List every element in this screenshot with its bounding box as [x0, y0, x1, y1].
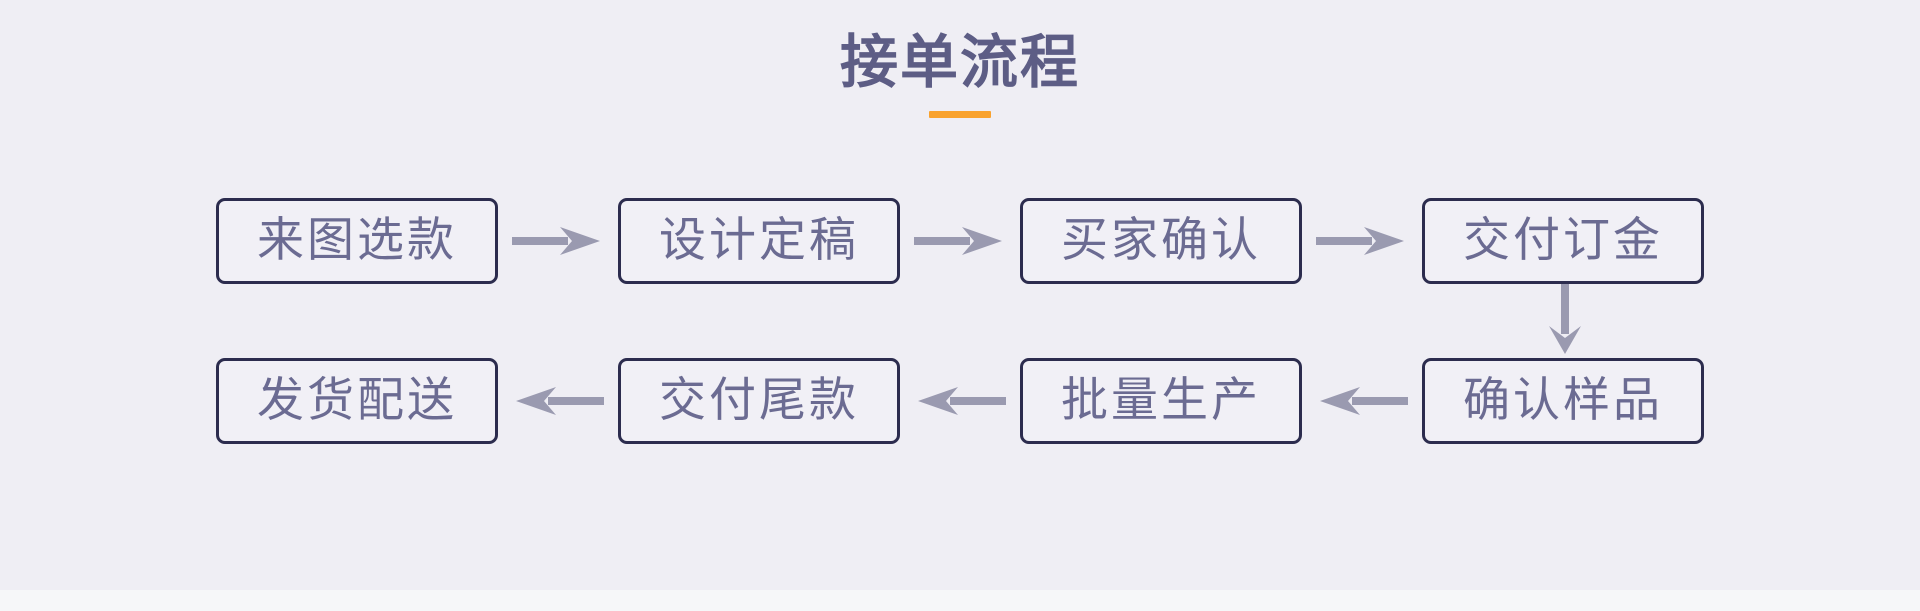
arrow-left-icon — [498, 358, 618, 444]
arrow-right-icon — [1302, 198, 1422, 284]
flow-node-step-7[interactable]: 交付尾款 — [618, 358, 900, 444]
flow-node-label: 交付尾款 — [659, 374, 859, 427]
flow-node-step-2[interactable]: 设计定稿 — [618, 198, 900, 284]
arrow-left-icon — [900, 358, 1020, 444]
flow-node-step-4[interactable]: 交付订金 — [1422, 198, 1704, 284]
flow-node-label: 确认样品 — [1463, 374, 1663, 427]
flow-node-label: 买家确认 — [1061, 214, 1261, 267]
flow-node-step-3[interactable]: 买家确认 — [1020, 198, 1302, 284]
title-accent-rule — [929, 110, 991, 118]
flow-node-label: 设计定稿 — [659, 214, 859, 267]
arrow-right-icon — [900, 198, 1020, 284]
flow-node-label: 来图选款 — [257, 214, 457, 267]
arrow-left-icon — [1302, 358, 1422, 444]
flow-node-step-1[interactable]: 来图选款 — [216, 198, 498, 284]
flowchart-canvas: 接单流程 来图选款 设计定稿 买家确认 — [0, 30, 1920, 444]
flow-node-step-6[interactable]: 批量生产 — [1020, 358, 1302, 444]
page-title: 接单流程 — [839, 30, 1080, 95]
flow-node-label: 发货配送 — [257, 374, 457, 427]
title-block: 接单流程 — [0, 30, 1920, 118]
flow-row-bottom: 发货配送 交付尾款 批量生产 确认样品 — [0, 358, 1920, 444]
flow-node-label: 批量生产 — [1061, 374, 1261, 427]
arrow-right-icon — [498, 198, 618, 284]
flow-node-step-5[interactable]: 确认样品 — [1422, 358, 1704, 444]
arrow-down-icon — [1545, 284, 1585, 358]
flow-node-step-8[interactable]: 发货配送 — [216, 358, 498, 444]
flow-row-top: 来图选款 设计定稿 买家确认 交付订金 — [0, 198, 1920, 284]
flow-node-label: 交付订金 — [1463, 214, 1663, 267]
